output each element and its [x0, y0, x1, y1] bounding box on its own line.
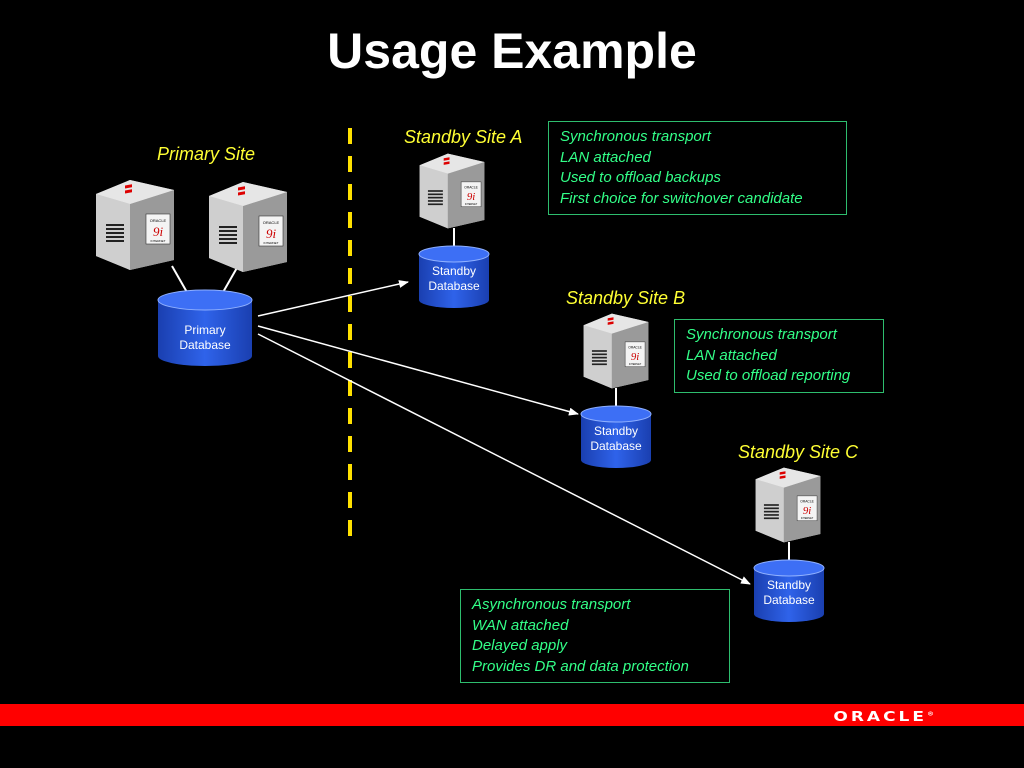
svg-text:INTERNET: INTERNET	[264, 241, 279, 245]
db-label-line1: Standby	[593, 424, 639, 438]
note-line: LAN attached	[686, 346, 777, 364]
svg-text:INTERNET: INTERNET	[629, 363, 642, 366]
footer-bar	[0, 704, 1024, 726]
svg-text:ORACLE: ORACLE	[800, 500, 814, 504]
db-label-line2: Database	[590, 439, 642, 453]
primary-server1-link	[171, 265, 189, 295]
svg-text:9i: 9i	[266, 226, 277, 241]
standby-site-a-label: Standby Site A	[404, 127, 523, 147]
standby-site-b-label: Standby Site B	[566, 288, 686, 308]
standby-b-database-label: Standby Database	[581, 424, 651, 454]
primary-database-label: Primary Database	[158, 323, 252, 353]
svg-text:INTERNET: INTERNET	[801, 517, 814, 520]
standby-a-database-icon	[418, 245, 490, 308]
note-line: Delayed apply	[472, 637, 568, 654]
primary-server-2-icon: ORACLE 9i INTERNET	[209, 182, 287, 272]
note-line: Synchronous transport	[686, 326, 837, 343]
standby-b-server-icon: ORACLE 9i INTERNET	[583, 313, 649, 389]
arrow-to-site-c	[257, 333, 751, 585]
primary-database-icon	[157, 289, 253, 366]
svg-text:ORACLE: ORACLE	[150, 218, 167, 223]
note-line: Used to offload backups	[560, 169, 721, 186]
standby-a-database-label: Standby Database	[419, 264, 489, 294]
svg-text:ORACLE: ORACLE	[263, 220, 280, 225]
svg-text:INTERNET: INTERNET	[151, 239, 166, 243]
standby-c-server-icon: ORACLE 9i INTERNET	[755, 467, 821, 543]
standby-c-database-label: Standby Database	[754, 578, 824, 608]
site-c-note: Asynchronous transport WAN attached Dela…	[460, 589, 730, 683]
svg-text:9i: 9i	[631, 351, 639, 363]
note-line: Asynchronous transport	[472, 596, 631, 613]
svg-text:ORACLE: ORACLE	[628, 346, 642, 350]
primary-server2-link	[221, 265, 239, 295]
note-line: Used to offload reporting	[686, 367, 851, 384]
registered-mark: ®	[927, 710, 934, 718]
site-b-note: Synchronous transport LAN attached Used …	[674, 319, 884, 393]
page-title: Usage Example	[327, 23, 697, 79]
svg-text:9i: 9i	[803, 505, 811, 517]
note-line: Provides DR and data protection	[472, 657, 689, 675]
site-a-note: Synchronous transport LAN attached Used …	[548, 121, 847, 215]
oracle-logo: ORACLE®	[833, 709, 934, 725]
svg-text:9i: 9i	[467, 191, 475, 203]
db-label-line1: Standby	[431, 264, 477, 278]
note-line: First choice for switchover candidate	[560, 189, 803, 207]
primary-site-label: Primary Site	[157, 144, 256, 164]
db-label-line1: Primary	[184, 323, 226, 337]
arrow-to-site-b	[257, 325, 579, 416]
db-label-line1: Standby	[766, 578, 812, 592]
svg-text:9i: 9i	[153, 224, 164, 239]
db-label-line2: Database	[179, 338, 231, 352]
note-line: LAN attached	[560, 148, 651, 166]
oracle-logo-text: ORACLE	[833, 709, 927, 725]
db-label-line2: Database	[763, 593, 815, 607]
db-label-line2: Database	[428, 279, 480, 293]
arrow-to-site-a	[257, 280, 409, 317]
primary-server-1-icon: ORACLE 9i INTERNET	[96, 180, 174, 270]
standby-c-database-icon	[753, 559, 825, 622]
svg-text:ORACLE: ORACLE	[464, 186, 478, 190]
standby-a-server-icon: ORACLE 9i INTERNET	[419, 153, 485, 229]
note-line: WAN attached	[472, 616, 569, 634]
standby-site-c-label: Standby Site C	[738, 442, 859, 462]
svg-text:INTERNET: INTERNET	[465, 203, 478, 206]
note-line: Synchronous transport	[560, 128, 711, 145]
standby-b-database-icon	[580, 405, 652, 468]
